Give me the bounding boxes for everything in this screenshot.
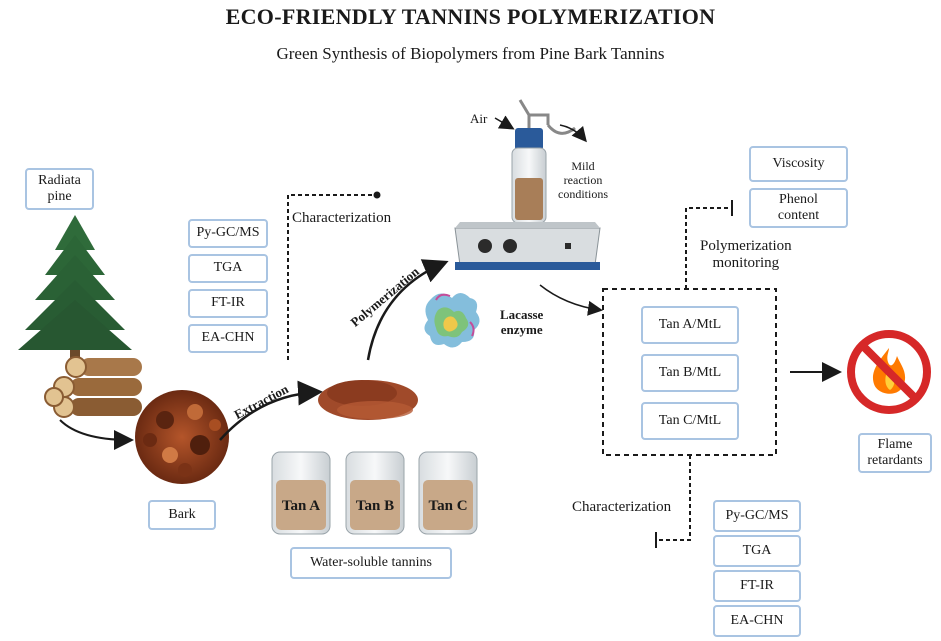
tannin-a-label: Tan A	[281, 498, 321, 514]
right-method-tga: TGA	[713, 535, 801, 567]
product-tan-b-mtl: Tan B/MtL	[641, 354, 739, 392]
product-tan-a-mtl: Tan A/MtL	[641, 306, 739, 344]
dashed-connector-right-characterization	[657, 455, 691, 541]
right-method-eachn: EA-CHN	[713, 605, 801, 637]
left-method-tga: TGA	[188, 254, 268, 283]
enzyme-label: Lacasse enzyme	[500, 307, 544, 337]
tannins-label: Water-soluble tannins	[290, 547, 452, 579]
beaker-tan-c	[418, 451, 478, 535]
air-label: Air	[470, 111, 488, 126]
tannin-c-label: Tan C	[428, 498, 468, 514]
arrow-extraction	[219, 380, 323, 441]
left-method-ftir: FT-IR	[188, 289, 268, 318]
beaker-tan-a	[271, 451, 331, 535]
page-subtitle: Green Synthesis of Biopolymers from Pine…	[276, 44, 665, 63]
arrow-air-out	[559, 124, 587, 143]
right-method-ftir: FT-IR	[713, 570, 801, 602]
right-method-pygcms: Py-GC/MS	[713, 500, 801, 532]
left-characterization-label: Characterization	[292, 210, 392, 226]
left-method-pygcms: Py-GC/MS	[188, 219, 268, 248]
bark-label: Bark	[148, 500, 216, 530]
dashed-connector-left-characterization	[287, 194, 376, 360]
arrow-air-in	[494, 115, 515, 130]
arrow-polymerization	[366, 259, 449, 361]
laccase-enzyme-icon	[424, 293, 480, 348]
right-characterization-label: Characterization	[572, 499, 672, 515]
arrow-logs-to-bark	[59, 419, 134, 450]
no-fire-icon	[847, 330, 931, 414]
flame-retardants-label: Flame retardants	[858, 433, 932, 473]
pine-tree-icon	[18, 215, 132, 360]
bark-pile-icon	[135, 390, 229, 484]
beaker-tan-b	[345, 451, 405, 535]
tannin-b-label: Tan B	[355, 498, 395, 514]
page-title: ECO-FRIENDLY TANNINS POLYMERIZATION	[225, 4, 716, 29]
monitoring-phenol-content: Phenol content	[749, 188, 848, 228]
dashed-connector-monitoring	[685, 207, 731, 289]
logs-icon	[44, 356, 142, 418]
hotplate-reactor-icon	[454, 99, 601, 270]
monitoring-viscosity: Viscosity	[749, 146, 848, 182]
arrow-to-products	[539, 284, 603, 316]
monitoring-label: Polymerization monitoring	[700, 238, 792, 272]
tannin-powder-icon	[318, 380, 418, 420]
left-method-eachn: EA-CHN	[188, 324, 268, 353]
pine-label: Radiata pine	[25, 168, 94, 210]
product-tan-c-mtl: Tan C/MtL	[641, 402, 739, 440]
conditions-label: Mild reaction conditions	[558, 159, 608, 201]
